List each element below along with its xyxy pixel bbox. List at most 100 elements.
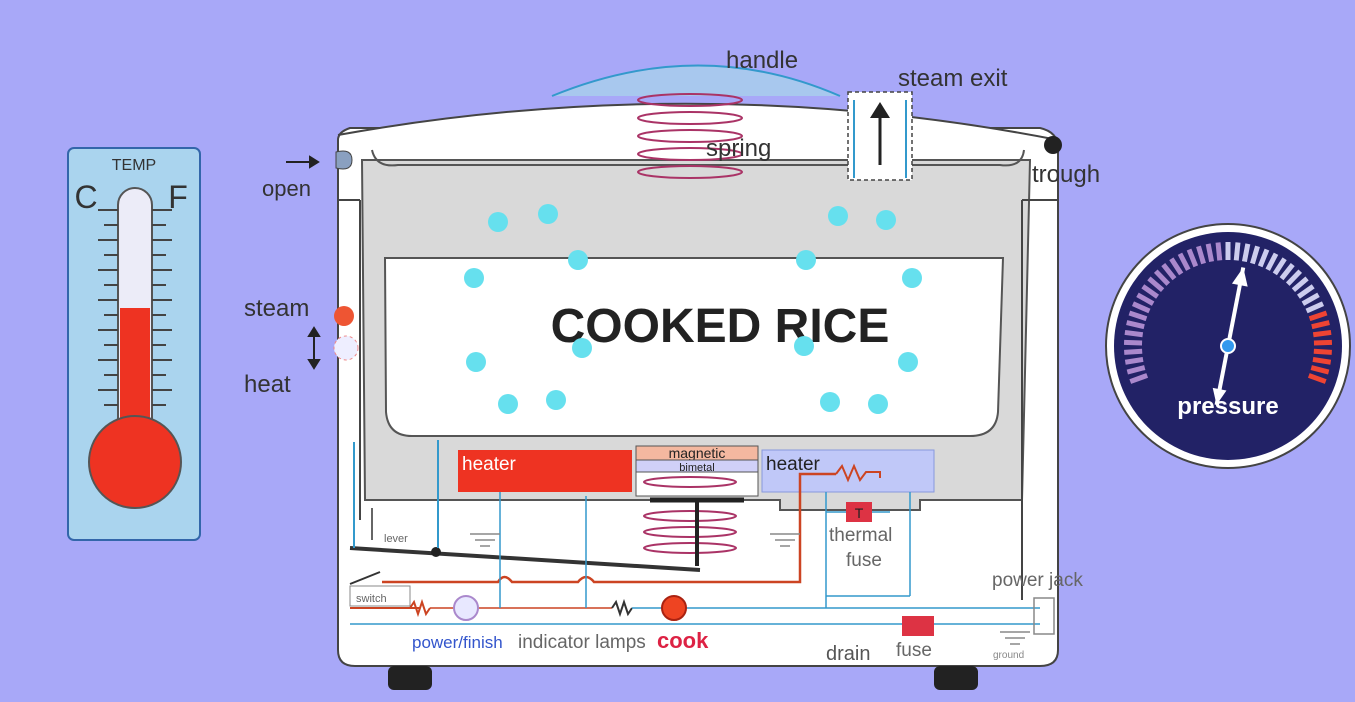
gauge-tick xyxy=(1279,263,1295,281)
steam-bubble xyxy=(876,210,896,230)
steam-label: steam xyxy=(244,295,309,322)
thermal-fuse-label-2: fuse xyxy=(846,550,882,571)
ground-symbols xyxy=(470,533,1030,645)
gauge-needle-shaft xyxy=(1214,267,1246,406)
ground-label: ground xyxy=(993,650,1024,661)
thermometer: TEMP C F xyxy=(67,147,201,541)
spring-label: spring xyxy=(706,135,771,162)
handle-label: handle xyxy=(726,47,798,74)
wire-main-red xyxy=(382,472,836,584)
gauge-tick xyxy=(1147,276,1165,293)
steam-bubble xyxy=(820,392,840,412)
trough-label: trough xyxy=(1032,161,1100,188)
gauge-tick xyxy=(1196,245,1206,265)
heater-left-label: heater xyxy=(462,454,517,475)
power-jack xyxy=(1033,597,1055,635)
heating-elements: heater heater magnetic bimetal xyxy=(458,445,935,566)
open-label: open xyxy=(262,176,311,201)
celsius-label: C xyxy=(74,179,97,215)
indicator-lamps-label: indicator lamps xyxy=(518,632,646,653)
lever-label: lever xyxy=(384,533,408,545)
lid-top xyxy=(337,102,1059,141)
thermometer-bulb xyxy=(88,415,182,509)
cook-label: cook xyxy=(657,628,709,653)
gauge-tick xyxy=(1312,356,1332,365)
rice-area xyxy=(383,257,1005,437)
gauge-tick xyxy=(1136,292,1155,306)
steam-bubble xyxy=(828,206,848,226)
sensor-spring xyxy=(643,476,737,554)
thermal-fuse-mark: T xyxy=(855,505,864,521)
gauge-tick xyxy=(1313,339,1333,346)
gauge-tick xyxy=(1233,242,1241,261)
gauge-tick xyxy=(1126,365,1146,375)
gauge-ticks xyxy=(1123,242,1333,384)
gauge-tick xyxy=(1205,243,1215,263)
thermometer-ticks xyxy=(98,209,172,406)
pressure-gauge: pressure xyxy=(1105,223,1351,469)
steam-bubble xyxy=(546,390,566,410)
power-finish-label: power/finish xyxy=(412,633,503,652)
gauge-tick xyxy=(1313,348,1332,355)
fuse-label: fuse xyxy=(896,640,932,661)
steam-exit-label: steam exit xyxy=(898,65,1008,92)
foot-right xyxy=(934,666,978,690)
gauge-tick xyxy=(1291,276,1309,293)
gauge-needle-tip xyxy=(1231,267,1248,287)
gauge-tick xyxy=(1250,245,1260,265)
steam-bubble xyxy=(498,394,518,414)
lid-rim xyxy=(371,149,1025,167)
steam-bubble xyxy=(538,204,558,224)
gauge-needle xyxy=(1212,267,1248,406)
steam-bubble xyxy=(572,338,592,358)
gauge-tick xyxy=(1153,269,1171,286)
gauge-tick xyxy=(1285,269,1303,286)
spring-coil xyxy=(637,93,743,179)
heater-right-coil xyxy=(835,463,881,483)
steam-bubble xyxy=(868,394,888,414)
fuse xyxy=(902,616,934,636)
sensor-housing xyxy=(635,471,759,497)
steam-bubble xyxy=(568,250,588,270)
gauge-tick xyxy=(1141,284,1159,299)
gauge-tick xyxy=(1308,310,1328,322)
steam-bubble xyxy=(466,352,486,372)
steam-bubble xyxy=(488,212,508,232)
steam-bubble xyxy=(794,336,814,356)
gauge-tick xyxy=(1124,348,1143,355)
pressure-label: pressure xyxy=(1177,393,1278,420)
gauge-tick xyxy=(1128,310,1148,322)
gauge-tick xyxy=(1311,320,1330,330)
fahrenheit-label: F xyxy=(168,179,188,215)
gauge-tick xyxy=(1297,284,1315,299)
open-button-shape xyxy=(335,150,353,170)
gauge-tick xyxy=(1124,329,1144,338)
gauge-tick xyxy=(1272,257,1287,276)
gauge-tick xyxy=(1129,373,1149,384)
heat-label: heat xyxy=(244,371,291,398)
steam-indicator xyxy=(334,306,354,326)
handle-shape xyxy=(551,64,841,97)
gauge-tick xyxy=(1257,248,1270,268)
gauge-pivot xyxy=(1220,338,1236,354)
gauge-tick xyxy=(1123,339,1143,346)
gauge-needle-tail xyxy=(1212,387,1227,405)
steam-bubble xyxy=(902,268,922,288)
power-jack-label: power jack xyxy=(992,570,1083,591)
gauge-tick xyxy=(1215,242,1223,261)
annotation-arrows xyxy=(286,155,321,370)
thermal-fuse-label-1: thermal xyxy=(829,525,892,546)
gauge-tick xyxy=(1169,257,1184,276)
heater-left xyxy=(458,450,632,492)
switch-contact xyxy=(349,571,381,585)
gauge-tick xyxy=(1124,356,1144,365)
cooker-body: COOKED RICE xyxy=(333,64,1062,690)
gauge-tick xyxy=(1161,263,1177,281)
drain-label: drain xyxy=(826,643,870,665)
heater-right-label: heater xyxy=(766,454,821,475)
temp-title: TEMP xyxy=(112,157,156,174)
heater-right xyxy=(761,449,935,493)
steam-bubbles xyxy=(464,204,922,414)
steam-bubble xyxy=(796,250,816,270)
